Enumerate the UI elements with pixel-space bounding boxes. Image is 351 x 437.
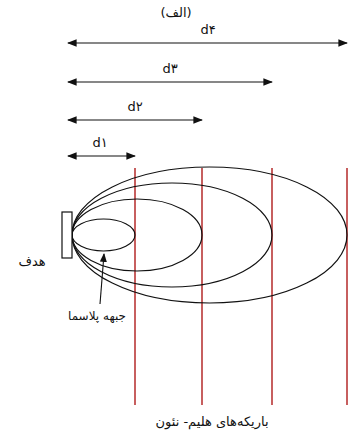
beam-line bbox=[134, 168, 136, 405]
plasma-front bbox=[72, 167, 347, 303]
plasma-front bbox=[72, 219, 135, 251]
target bbox=[62, 212, 72, 258]
beam-line bbox=[346, 168, 348, 405]
beam-line bbox=[201, 168, 203, 405]
dimension-arrow bbox=[68, 155, 135, 156]
figure-title: (الف) bbox=[158, 5, 193, 21]
dimension-label: d۲ bbox=[125, 99, 144, 115]
leader-line bbox=[100, 254, 104, 304]
beam-line bbox=[271, 168, 273, 405]
plasma-front bbox=[72, 199, 202, 271]
dimension-arrow bbox=[68, 81, 272, 82]
dimension-arrow bbox=[68, 119, 202, 120]
dimension-label: d۴ bbox=[198, 22, 217, 38]
plasma-fronts bbox=[72, 167, 347, 303]
plasma-front-label: جبهه پلاسما bbox=[66, 309, 128, 323]
dimension-label: d۱ bbox=[90, 135, 109, 151]
beam-label: باریکه‌های هلیم- نئون bbox=[153, 414, 270, 430]
dimension-label: d۳ bbox=[160, 61, 179, 77]
plasma-front bbox=[72, 183, 272, 287]
dimension-arrows bbox=[68, 43, 347, 156]
target-label: هدف bbox=[16, 254, 47, 270]
dimension-arrow bbox=[68, 42, 347, 43]
